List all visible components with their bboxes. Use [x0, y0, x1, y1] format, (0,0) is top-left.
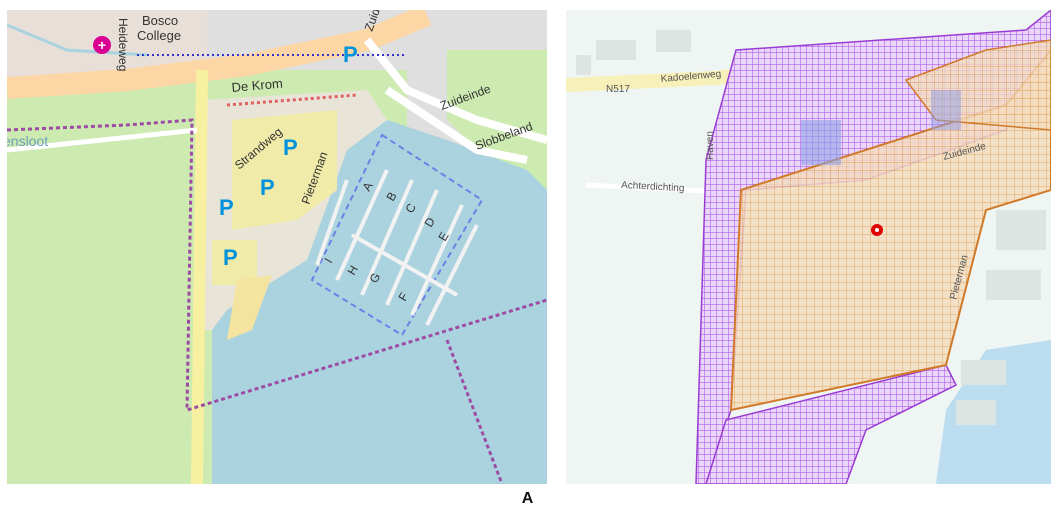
north-south-road [191, 69, 208, 484]
label-heideweg: Heideweg [116, 18, 130, 71]
hospital-cross: + [98, 37, 106, 53]
left-map-panel[interactable]: + Bosco College Heideweg De Krom Zuidein… [7, 10, 547, 484]
road-achterdichting [585, 182, 727, 195]
parking-symbols: P P P P P [219, 42, 358, 270]
label-college: College [137, 28, 181, 43]
left-map-canvas[interactable]: + Bosco College Heideweg De Krom Zuidein… [7, 10, 547, 484]
label-side-road: Haven [705, 131, 716, 160]
label-kadoelen: Kadoelenweg [660, 69, 721, 85]
parking-icon: P [283, 135, 298, 160]
beach-area [227, 275, 272, 340]
parking-area-small [212, 240, 257, 285]
right-map-panel[interactable]: N517 Kadoelenweg Achterdichting Zuideind… [566, 10, 1051, 484]
parking-icon: P [343, 42, 358, 67]
water-patch-north [931, 90, 961, 130]
parking-icon: P [260, 175, 275, 200]
label-bosco: Bosco [142, 13, 178, 28]
water-area [212, 120, 547, 484]
right-map-canvas[interactable]: N517 Kadoelenweg Achterdichting Zuideind… [566, 10, 1051, 484]
slobbeland-road [384, 86, 528, 164]
minor-road-west [7, 127, 198, 153]
ditch [7, 23, 148, 57]
marina-outline [310, 133, 484, 337]
label-achterdichting: Achterdichting [621, 180, 685, 194]
figure-caption: A [521, 490, 534, 507]
hospital-icon [93, 36, 111, 54]
parking-icon: P [223, 245, 238, 270]
de-krom-path [226, 93, 358, 107]
buildings [576, 30, 1046, 425]
grass-east [447, 50, 547, 180]
zuideinde-road [363, 37, 547, 144]
label-n517: N517 [606, 84, 630, 95]
location-marker-center [875, 228, 879, 232]
municipal-boundary [7, 118, 547, 413]
water-patch [801, 120, 841, 165]
parking-icon: P [219, 195, 234, 220]
major-road [7, 10, 432, 99]
jetty-label: I [321, 256, 335, 266]
parking-area [232, 110, 337, 230]
boundary-south [445, 339, 504, 484]
label-sloot: ensloot [7, 133, 48, 149]
jetties [315, 169, 479, 326]
label-de-krom: De Krom [231, 76, 283, 95]
